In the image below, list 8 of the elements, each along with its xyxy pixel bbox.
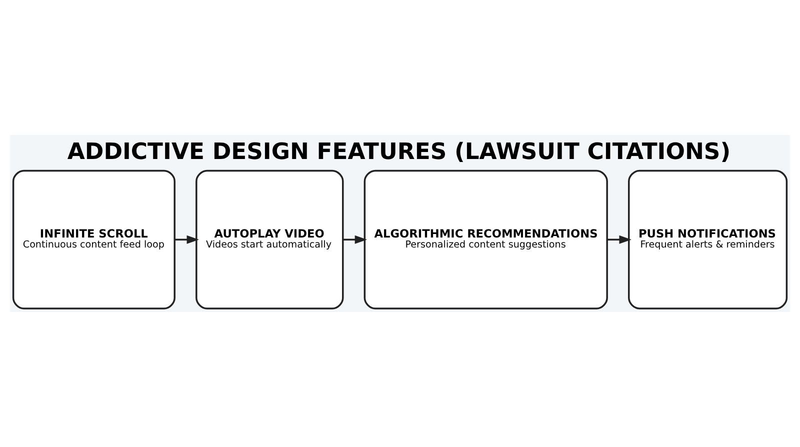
arrow: [607, 235, 632, 244]
node-box: ALGORITHMIC RECOMMENDATIONS Personalized content suggestions: [364, 170, 608, 310]
diagram-title: ADDICTIVE DESIGN FEATURES (LAWSUIT CITATIONS): [67, 139, 731, 166]
node-box: INFINITE SCROLL Continuous content feed loop: [12, 170, 176, 310]
arrow: [174, 235, 200, 244]
node-box: PUSH NOTIFICATIONS Frequent alerts & reminders: [628, 170, 788, 310]
arrow: [343, 235, 368, 244]
node-box: AUTOPLAY VIDEO Videos start automatically: [196, 170, 344, 310]
